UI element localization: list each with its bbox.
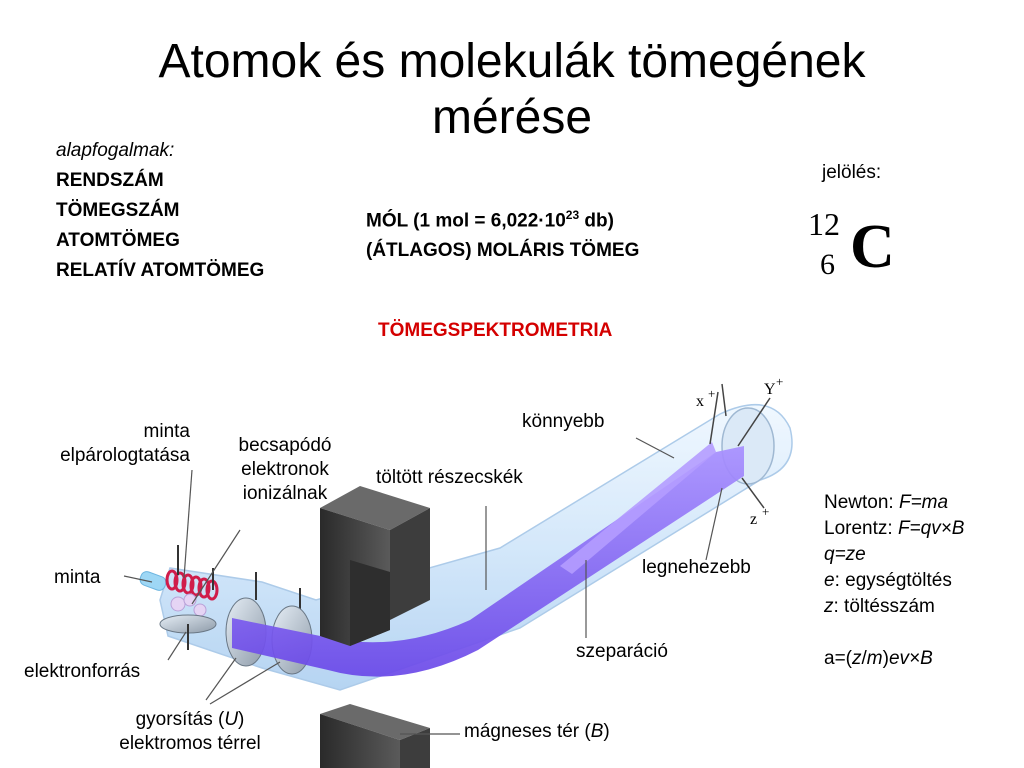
label-ionize-line1: becsapódó bbox=[238, 435, 332, 456]
ion-charge-z: + bbox=[762, 504, 769, 519]
leader-sample-evap bbox=[183, 469, 193, 579]
mass-number: 12 bbox=[808, 206, 840, 242]
label-lighter: könnyebb bbox=[522, 411, 605, 432]
label-ionization: becsapódó elektronok ionizálnak bbox=[218, 434, 352, 506]
detector-line-z bbox=[741, 477, 765, 509]
concept-atomic-mass: ATOMTÖMEG bbox=[56, 230, 180, 251]
basic-concepts: alapfogalmak: RENDSZÁM TÖMEGSZÁM ATOMTÖM… bbox=[56, 136, 264, 286]
notation-label: jelölés: bbox=[822, 162, 882, 183]
formula-acc-a: a=( bbox=[824, 648, 852, 669]
leader-accel-2 bbox=[209, 661, 281, 705]
label-accel-line2: elektromos térrel bbox=[119, 733, 261, 754]
detector-line-x bbox=[709, 391, 719, 445]
mole-definition: MÓL (1 mol = 6,022·1023 db) (ÁTLAGOS) MO… bbox=[366, 200, 639, 266]
label-sample-evaporation: minta elpárologtatása bbox=[12, 420, 190, 468]
detector-line-y bbox=[737, 397, 771, 447]
magnet-lower-icon bbox=[320, 704, 430, 768]
concept-mass-number: TÖMEGSZÁM bbox=[56, 200, 180, 221]
mole-line: MÓL (1 mol = 6,022·1023 db) bbox=[366, 200, 639, 236]
formula-acceleration: a=(z/m)ev×B bbox=[824, 646, 964, 672]
formula-charge-expr: q=ze bbox=[824, 544, 866, 565]
leader-lighter bbox=[635, 437, 675, 459]
avogadro-exponent: 23 bbox=[565, 208, 580, 222]
formula-z-desc: : töltésszám bbox=[833, 596, 935, 617]
title-line-1: Atomok és molekulák tömegének bbox=[158, 35, 866, 88]
atomic-number: 6 bbox=[820, 248, 835, 281]
formula-acc-m: m bbox=[866, 648, 883, 669]
label-heaviest: legnehezebb bbox=[642, 557, 751, 578]
label-accel-line1: gyorsítás (U) bbox=[92, 708, 288, 732]
mole-unit: db) bbox=[579, 210, 614, 232]
molar-mass-line: (ÁTLAGOS) MOLÁRIS TÖMEG bbox=[366, 240, 640, 262]
label-electron-source: elektronforrás bbox=[24, 661, 141, 682]
formula-e-symbol: e bbox=[824, 570, 835, 591]
formula-acc-rest: ev×B bbox=[888, 648, 933, 669]
beam-branch-light bbox=[560, 442, 716, 574]
formula-acc-slash: / bbox=[861, 648, 867, 669]
formula-acc-z: z bbox=[852, 648, 862, 669]
formula-newton-label: Newton: bbox=[824, 492, 899, 513]
leader-ionize bbox=[191, 529, 241, 605]
formula-newton-expr: F=ma bbox=[898, 492, 949, 513]
formula-acc-close: ) bbox=[882, 648, 889, 669]
formula-z-symbol: z bbox=[824, 596, 834, 617]
label-separation: szeparáció bbox=[576, 641, 668, 662]
label-ionize-line3: ionizálnak bbox=[242, 483, 328, 504]
label-magnetic-text: mágneses tér ( bbox=[464, 721, 591, 742]
label-sample-evap-line1: minta bbox=[143, 421, 190, 442]
label-accel-var: U bbox=[224, 709, 239, 730]
magnet-upper-icon bbox=[320, 486, 430, 646]
label-accel-close: ) bbox=[238, 709, 245, 730]
concept-relative-atomic-mass: RELATÍV ATOMTÖMEG bbox=[56, 260, 265, 281]
formula-e: e: egységtöltés bbox=[824, 568, 964, 594]
label-sample: minta bbox=[54, 567, 101, 588]
ion-label-z: z bbox=[750, 511, 757, 528]
formula-lorentz: Lorentz: F=qv×B bbox=[824, 516, 964, 542]
label-magnetic-close: ) bbox=[603, 721, 610, 742]
label-accel-text: gyorsítás ( bbox=[135, 709, 225, 730]
leader-electron-source bbox=[167, 631, 187, 661]
element-symbol: C bbox=[850, 213, 895, 281]
label-magnetic-var: B bbox=[590, 721, 604, 742]
basic-concepts-label: alapfogalmak: bbox=[56, 140, 175, 161]
page-title: Atomok és molekulák tömegének mérése bbox=[0, 34, 1024, 146]
label-acceleration: gyorsítás (U) elektromos térrel bbox=[92, 708, 288, 756]
leader-sample bbox=[123, 575, 153, 583]
section-title: TÖMEGSPEKTROMETRIA bbox=[378, 320, 613, 341]
concept-atomic-number: RENDSZÁM bbox=[56, 170, 164, 191]
ion-label-x: x bbox=[696, 393, 704, 410]
leader-heaviest bbox=[705, 487, 723, 561]
tube-tick-line bbox=[721, 383, 727, 417]
ion-charge-x: + bbox=[708, 386, 715, 401]
ion-label-y: Y bbox=[764, 381, 776, 398]
formula-charge: q=ze bbox=[824, 542, 964, 568]
label-ionize-line2: elektronok bbox=[241, 459, 329, 480]
formula-lorentz-expr: F=qv×B bbox=[897, 518, 965, 539]
mole-text: MÓL (1 mol = 6,022·10 bbox=[366, 210, 566, 232]
formula-z: z: töltésszám bbox=[824, 594, 964, 620]
leader-accel-1 bbox=[205, 657, 237, 701]
physics-formulas: Newton: F=ma Lorentz: F=qv×B q=ze e: egy… bbox=[824, 490, 964, 672]
formula-newton: Newton: F=ma bbox=[824, 490, 964, 516]
formula-lorentz-label: Lorentz: bbox=[824, 518, 898, 539]
label-sample-evap-line2: elpárologtatása bbox=[60, 445, 190, 466]
formula-spacer bbox=[824, 620, 964, 646]
label-charged-particles: töltött részecskék bbox=[376, 467, 523, 488]
isotope-notation: 12 6 C bbox=[806, 204, 916, 284]
heating-coil-icon bbox=[165, 569, 219, 601]
sample-inlet-icon bbox=[139, 571, 167, 591]
title-line-2: mérése bbox=[431, 91, 593, 144]
formula-e-desc: : egységtöltés bbox=[834, 570, 952, 591]
label-magnetic-field: mágneses tér (B) bbox=[464, 720, 610, 744]
ion-charge-y: + bbox=[776, 374, 783, 389]
